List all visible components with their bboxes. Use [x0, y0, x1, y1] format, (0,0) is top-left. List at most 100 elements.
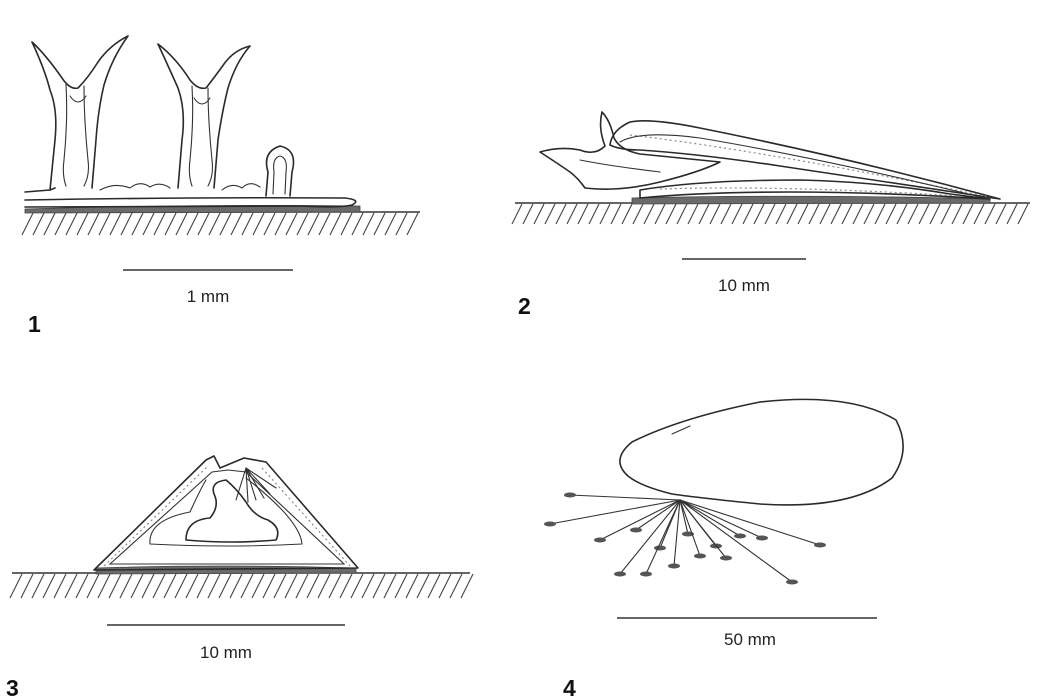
- hatch-stroke: [842, 204, 852, 224]
- root-strand: [600, 500, 680, 540]
- upper-valve-texture: [630, 135, 990, 197]
- root-strand: [550, 500, 680, 524]
- hatch-stroke: [622, 204, 632, 224]
- hatch-stroke: [351, 574, 363, 598]
- hatch-stroke: [864, 204, 874, 224]
- hatch-stroke: [798, 204, 808, 224]
- root-tip: [668, 564, 680, 569]
- hatch-stroke: [374, 213, 385, 235]
- hatch-stroke: [743, 204, 753, 224]
- hatch-stroke: [809, 204, 819, 224]
- hatch-stroke: [109, 574, 121, 598]
- hatch-stroke: [732, 204, 742, 224]
- root-tip: [756, 536, 768, 541]
- root-strand: [680, 500, 740, 536]
- hatch-stroke: [264, 213, 275, 235]
- shell-right-texture: [262, 468, 350, 566]
- hatch-stroke: [197, 574, 209, 598]
- hatch-stroke: [600, 204, 610, 224]
- hatch-stroke: [776, 204, 786, 224]
- hatch-stroke: [77, 213, 88, 235]
- root-tip: [814, 543, 826, 548]
- hatch-stroke: [930, 204, 940, 224]
- scale-label-3: 10 mm: [200, 643, 252, 662]
- root-strand: [680, 500, 820, 545]
- hatch-stroke: [175, 574, 187, 598]
- hatch-stroke: [545, 204, 555, 224]
- hatch-stroke: [710, 204, 720, 224]
- hatch-stroke: [22, 213, 33, 235]
- hatch-stroke: [512, 204, 522, 224]
- hatch-stroke: [908, 204, 918, 224]
- hatch-stroke: [385, 213, 396, 235]
- hatch-stroke: [985, 204, 995, 224]
- hatch-stroke: [252, 574, 264, 598]
- inner-shell: [110, 470, 344, 564]
- hatch-stroke: [578, 204, 588, 224]
- hatch-stroke: [655, 204, 665, 224]
- hatch-stroke: [699, 204, 709, 224]
- hatch-stroke: [76, 574, 88, 598]
- hatch-stroke: [941, 204, 951, 224]
- polyp-left-inner: [63, 84, 88, 186]
- hatch-stroke: [688, 204, 698, 224]
- polyp-left: [32, 36, 128, 190]
- substrate-hatching: [512, 204, 1028, 224]
- root-tip: [630, 528, 642, 533]
- hatch-stroke: [963, 204, 973, 224]
- hatch-stroke: [230, 574, 242, 598]
- hatch-stroke: [886, 204, 896, 224]
- hatch-stroke: [274, 574, 286, 598]
- hatch-stroke: [131, 574, 143, 598]
- hatch-stroke: [919, 204, 929, 224]
- lophophore: [540, 112, 720, 189]
- hatch-stroke: [407, 213, 418, 235]
- root-tip: [544, 522, 556, 527]
- root-tip: [786, 580, 798, 585]
- hatch-stroke: [98, 574, 110, 598]
- hatch-stroke: [567, 204, 577, 224]
- panel-number-2: 2: [518, 293, 531, 319]
- hatch-stroke: [534, 204, 544, 224]
- hatch-stroke: [219, 574, 231, 598]
- hatch-stroke: [66, 213, 77, 235]
- hatch-stroke: [754, 204, 764, 224]
- hatch-stroke: [153, 574, 165, 598]
- hatch-stroke: [99, 213, 110, 235]
- hatch-stroke: [677, 204, 687, 224]
- hatch-stroke: [297, 213, 308, 235]
- hatch-stroke: [523, 204, 533, 224]
- root-tip: [734, 534, 746, 539]
- hatch-stroke: [307, 574, 319, 598]
- hatch-stroke: [308, 213, 319, 235]
- hatch-stroke: [974, 204, 984, 224]
- shell-outline: [620, 399, 903, 505]
- hatch-stroke: [65, 574, 77, 598]
- hatch-stroke: [10, 574, 22, 598]
- hatch-stroke: [765, 204, 775, 224]
- hatch-stroke: [450, 574, 462, 598]
- hatch-stroke: [143, 213, 154, 235]
- hatch-stroke: [87, 574, 99, 598]
- hatch-stroke: [176, 213, 187, 235]
- panel-3: 10 mm 3: [6, 456, 473, 700]
- hatch-stroke: [996, 204, 1006, 224]
- hatch-stroke: [417, 574, 429, 598]
- hatch-stroke: [820, 204, 830, 224]
- hatch-stroke: [55, 213, 66, 235]
- hatch-stroke: [362, 574, 374, 598]
- mantle-cavity: [150, 478, 302, 546]
- hatch-stroke: [611, 204, 621, 224]
- root-tip: [654, 546, 666, 551]
- lophophore-inner: [580, 160, 660, 172]
- hatch-stroke: [32, 574, 44, 598]
- outer-shell: [94, 456, 358, 570]
- root-strand: [680, 500, 792, 582]
- hatch-stroke: [33, 213, 44, 235]
- hatch-stroke: [231, 213, 242, 235]
- hatch-stroke: [373, 574, 385, 598]
- root-strand: [570, 495, 680, 500]
- hatch-stroke: [285, 574, 297, 598]
- hatch-stroke: [1018, 204, 1028, 224]
